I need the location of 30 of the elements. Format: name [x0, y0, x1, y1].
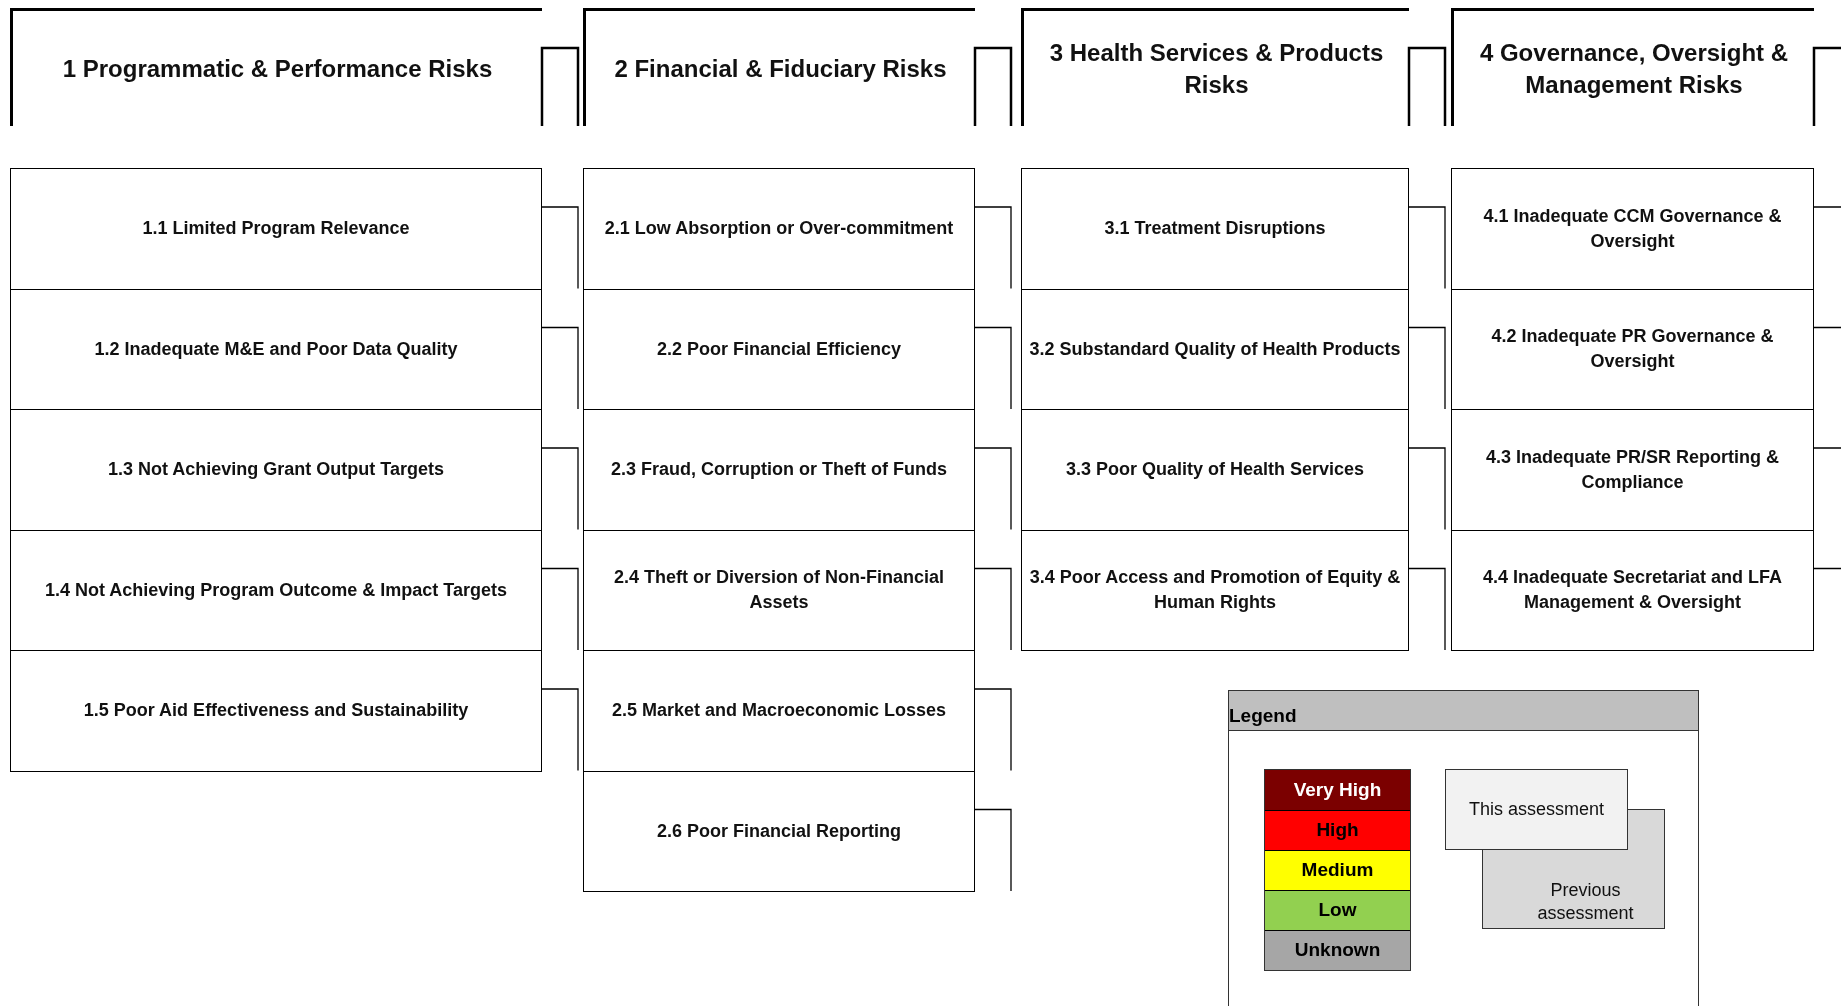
- risk-box: 4.3 Inadequate PR/SR Reporting & Compliance: [1451, 409, 1814, 531]
- category-header: 4 Governance, Oversight & Management Risks: [1451, 8, 1814, 126]
- risk-box: 2.6 Poor Financial Reporting: [583, 770, 975, 892]
- risk-box: 4.1 Inadequate CCM Governance & Oversight: [1451, 168, 1814, 290]
- risk-box: 1.2 Inadequate M&E and Poor Data Quality: [10, 288, 542, 410]
- risk-box: 3.3 Poor Quality of Health Services: [1021, 409, 1409, 531]
- risk-box: 2.4 Theft or Diversion of Non-Financial Assets: [583, 529, 975, 651]
- risk-box: 1.4 Not Achieving Program Outcome & Impact Targets: [10, 529, 542, 651]
- legend-swatch: Unknown: [1265, 930, 1410, 970]
- risk-box: 2.1 Low Absorption or Over-commitment: [583, 168, 975, 290]
- assessment-sample: This assessment: [1445, 769, 1628, 850]
- category-header: 3 Health Services & Products Risks: [1021, 8, 1409, 126]
- legend-title: Legend: [1229, 704, 1297, 729]
- risk-box: 1.1 Limited Program Relevance: [10, 168, 542, 290]
- risk-box: 1.5 Poor Aid Effectiveness and Sustainability: [10, 650, 542, 772]
- legend-swatch: Low: [1265, 890, 1410, 930]
- risk-box: 2.5 Market and Macroeconomic Losses: [583, 650, 975, 772]
- risk-box: 2.3 Fraud, Corruption or Theft of Funds: [583, 409, 975, 531]
- legend-swatch: Medium: [1265, 850, 1410, 890]
- category-header: 2 Financial & Fiduciary Risks: [583, 8, 975, 126]
- risk-box: 4.4 Inadequate Secretariat and LFA Management & Oversight: [1451, 529, 1814, 651]
- legend-swatch: Very High: [1265, 770, 1410, 810]
- risk-box: 3.1 Treatment Disruptions: [1021, 168, 1409, 290]
- category-header: 1 Programmatic & Performance Risks: [10, 8, 542, 126]
- risk-box: 2.2 Poor Financial Efficiency: [583, 288, 975, 410]
- risk-box: 3.2 Substandard Quality of Health Products: [1021, 288, 1409, 410]
- risk-box: 1.3 Not Achieving Grant Output Targets: [10, 409, 542, 531]
- risk-box: 4.2 Inadequate PR Governance & Oversight: [1451, 288, 1814, 410]
- legend-swatch: High: [1265, 810, 1410, 850]
- risk-box: 3.4 Poor Access and Promotion of Equity & Human Rights: [1021, 529, 1409, 651]
